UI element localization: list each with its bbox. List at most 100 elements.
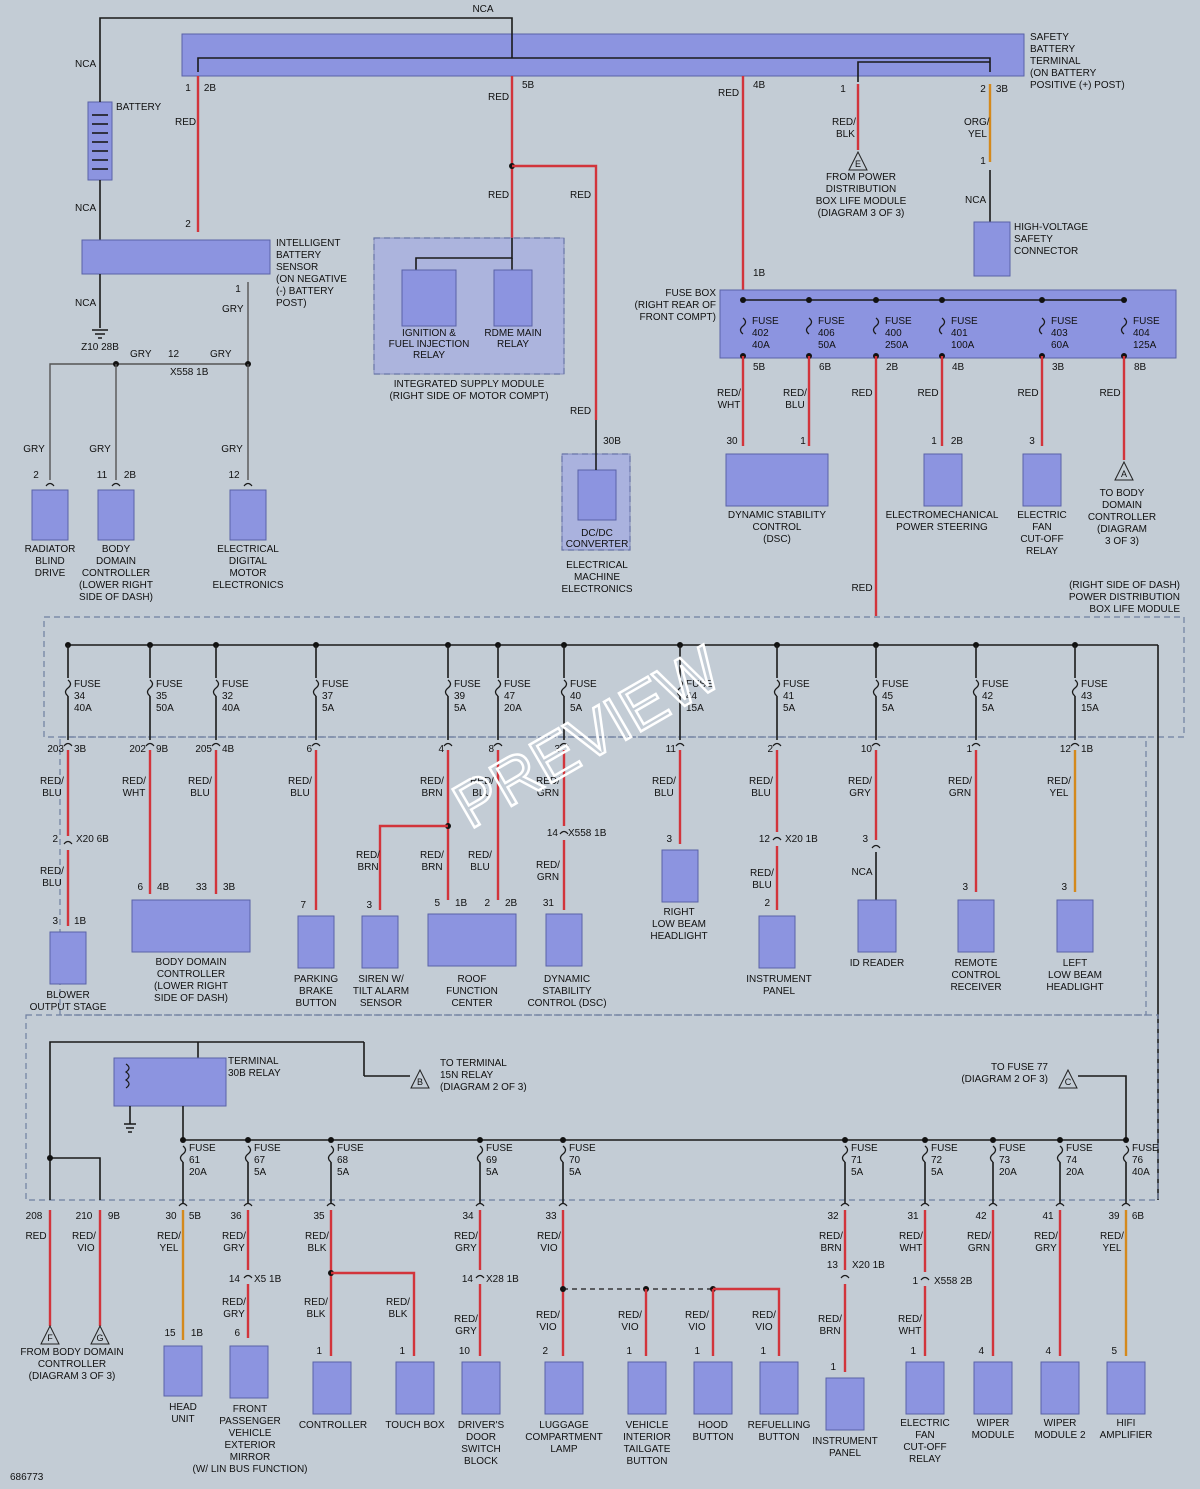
nca-top-wire xyxy=(99,17,513,84)
fuse-label: 76 xyxy=(1132,1155,1144,1166)
load-label: SIDE OF DASH) xyxy=(79,592,153,603)
pin: X558 2B xyxy=(934,1276,973,1287)
load-label: FAN xyxy=(915,1430,934,1441)
wire-label: GRN xyxy=(949,788,971,799)
relay-label: RELAY xyxy=(413,350,445,361)
off-page-A xyxy=(1114,460,1134,481)
fuse-label: 41 xyxy=(783,691,795,702)
connector-pin xyxy=(559,830,569,835)
connector-pin xyxy=(178,1202,188,1207)
pin: 1B xyxy=(753,268,766,279)
wire-label: RED/ xyxy=(832,117,856,128)
relay-label: FUEL INJECTION xyxy=(389,339,470,350)
dsc-label: CONTROL xyxy=(753,522,802,533)
pin: 30 xyxy=(165,1211,177,1222)
fuse-label: FUSE xyxy=(882,679,909,690)
pin: 14 xyxy=(229,1274,241,1285)
fuse-label: 40A xyxy=(74,703,92,714)
door-switch-box xyxy=(461,1361,501,1415)
pin: 1 xyxy=(830,1362,836,1373)
pdb-caption: BOX LIFE MODULE xyxy=(1089,604,1180,615)
x558-label: X558 1B xyxy=(170,367,209,378)
off-page-F xyxy=(40,1324,60,1345)
fuse-label: FUSE xyxy=(999,1143,1026,1154)
fuse-label: 5A xyxy=(454,703,467,714)
wire-label: YEL xyxy=(968,129,987,140)
load-label: AMPLIFIER xyxy=(1100,1430,1153,1441)
fuse-label: 401 xyxy=(951,328,968,339)
fuse-label: 72 xyxy=(931,1155,943,1166)
wire-label: WHT xyxy=(900,1243,923,1254)
pin: 2 xyxy=(542,1346,548,1357)
instrument-box xyxy=(758,915,796,969)
wire-label: RED/ xyxy=(188,776,212,787)
wire-label: GRY xyxy=(221,444,243,455)
connector-pin xyxy=(45,482,55,487)
fuse-406 xyxy=(805,317,813,335)
fan-label: CUT-OFF xyxy=(1020,534,1063,545)
pdb-caption: (RIGHT SIDE OF DASH) xyxy=(1069,580,1180,591)
pin: 1B xyxy=(455,898,468,909)
fan-relay-box xyxy=(1022,453,1062,507)
ism-caption: INTEGRATED SUPPLY MODULE xyxy=(394,379,545,390)
pin: 1B xyxy=(74,916,87,927)
load-label: BRAKE xyxy=(299,986,333,997)
fuse-label: 406 xyxy=(818,328,835,339)
pin: 6 xyxy=(137,882,143,893)
connector-pin xyxy=(1121,1202,1131,1207)
load-label: HEAD xyxy=(169,1402,197,1413)
pin: 12 xyxy=(759,834,771,845)
wiper-module-box xyxy=(973,1361,1013,1415)
wire-label: RED xyxy=(718,88,739,99)
fuse-label: FUSE xyxy=(570,679,597,690)
junction-dot xyxy=(842,1137,848,1143)
safety-battery-terminal-bar xyxy=(181,33,1025,77)
pin: 2B xyxy=(204,83,217,94)
wire-label: RED xyxy=(1017,388,1038,399)
fuse-label: 100A xyxy=(951,340,975,351)
load-label: WIPER xyxy=(1044,1418,1077,1429)
fuse-label: 5A xyxy=(783,703,796,714)
fuse-label: 5A xyxy=(570,703,583,714)
relay-rdme xyxy=(493,269,533,327)
tofuse77-label: TO FUSE 77 xyxy=(991,1062,1048,1073)
fuse-label: FUSE xyxy=(189,1143,216,1154)
load-label: MODULE 2 xyxy=(1034,1430,1086,1441)
safety-terminal-label: BATTERY xyxy=(1030,44,1076,55)
wire-label: RED/ xyxy=(454,1231,478,1242)
fuse-label: 50A xyxy=(156,703,174,714)
relay-label: RELAY xyxy=(497,339,529,350)
load-label: CONTROLLER xyxy=(82,568,150,579)
bdc-label: DOMAIN xyxy=(1102,500,1142,511)
load-label: EXTERIOR xyxy=(224,1440,275,1451)
wire-dcdc-red xyxy=(512,164,598,420)
fuse-label: 125A xyxy=(1133,340,1157,351)
pin: X558 1B xyxy=(568,828,607,839)
load-label: BLIND xyxy=(35,556,64,567)
pin: 35 xyxy=(313,1211,325,1222)
wire-label: GRY xyxy=(130,349,152,360)
wire-label: GRY xyxy=(222,304,244,315)
pin: 1B xyxy=(1081,744,1094,755)
wire-label: WHT xyxy=(899,1326,922,1337)
load-label: LUGGAGE xyxy=(539,1420,589,1431)
pin: X20 1B xyxy=(785,834,818,845)
wiper-module2-box xyxy=(1040,1361,1080,1415)
junction-dot xyxy=(477,1137,483,1143)
wire-label: RED xyxy=(570,190,591,201)
id-reader-box xyxy=(857,899,897,953)
load-label: RIGHT xyxy=(663,907,694,918)
relay30b-label: TERMINAL xyxy=(228,1056,279,1067)
ibs-box xyxy=(81,239,271,275)
fuse-label: 60A xyxy=(1051,340,1069,351)
wire-label: GRY xyxy=(223,1309,245,1320)
fuse-label: 34 xyxy=(74,691,86,702)
hv-from-label: BOX LIFE MODULE xyxy=(816,196,907,207)
hv-from-label: (DIAGRAM 3 OF 3) xyxy=(818,208,905,219)
fuse-74 xyxy=(1056,1145,1064,1163)
connector-pin xyxy=(63,840,73,845)
junction-dot xyxy=(47,1155,53,1161)
pin: 30 xyxy=(726,436,738,447)
relay-ignition xyxy=(401,269,457,327)
connector-pin xyxy=(1055,1202,1065,1207)
